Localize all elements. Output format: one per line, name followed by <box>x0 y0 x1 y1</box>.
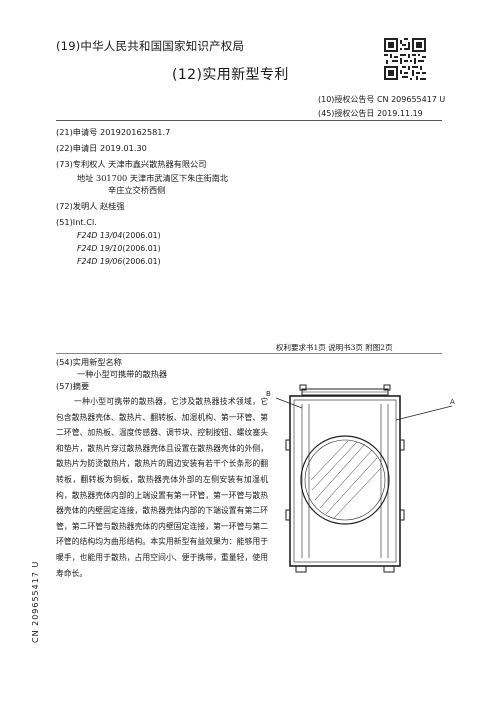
title-label: (54)实用新型名称 <box>56 357 122 367</box>
inventor: (72)发明人 赵桂强 <box>56 201 125 211</box>
radiator-drawing: B A <box>266 384 455 573</box>
office-name: (19)中华人民共和国国家知识产权局 <box>56 39 245 53</box>
address: 地址 301700 天津市武清区下朱庄街南北 <box>77 173 229 183</box>
label-a: A <box>450 398 455 406</box>
ipc-code: F24D 19/10(2006.01) <box>77 244 161 253</box>
patentee: (73)专利权人 天津市鑫兴散热器有限公司 <box>56 159 207 169</box>
label-b: B <box>266 390 271 398</box>
sidebar-publication-code: CN 209655417 U <box>31 560 40 643</box>
document-type: (12)实用新型专利 <box>172 67 289 83</box>
publication-number: (10)授权公告号 CN 209655417 U <box>318 95 446 104</box>
header-divider <box>56 120 442 121</box>
page-counts: 权利要求书1页 说明书3页 附图2页 <box>276 343 393 352</box>
application-date: (22)申请日 2019.01.30 <box>56 143 147 153</box>
int-cl-label: (51)Int.Cl. <box>56 217 97 227</box>
utility-model-title: 一种小型可携带的散热器 <box>77 369 168 379</box>
application-number: (21)申请号 201920162581.7 <box>56 127 171 137</box>
address-line-2: 辛庄立交桥西侧 <box>108 185 166 195</box>
counts-divider <box>56 353 442 354</box>
publication-date: (45)授权公告日 2019.11.19 <box>318 109 423 118</box>
abstract-text: 一种小型可携带的散热器，它涉及散热器技术领域，它包含散热器壳体、散热片、翻转板、… <box>56 397 268 578</box>
abstract-label: (57)摘要 <box>56 381 90 391</box>
ipc-code: F24D 19/06(2006.01) <box>77 257 161 266</box>
ipc-code: F24D 13/04(2006.01) <box>77 231 161 240</box>
qr-code-icon <box>384 38 426 80</box>
